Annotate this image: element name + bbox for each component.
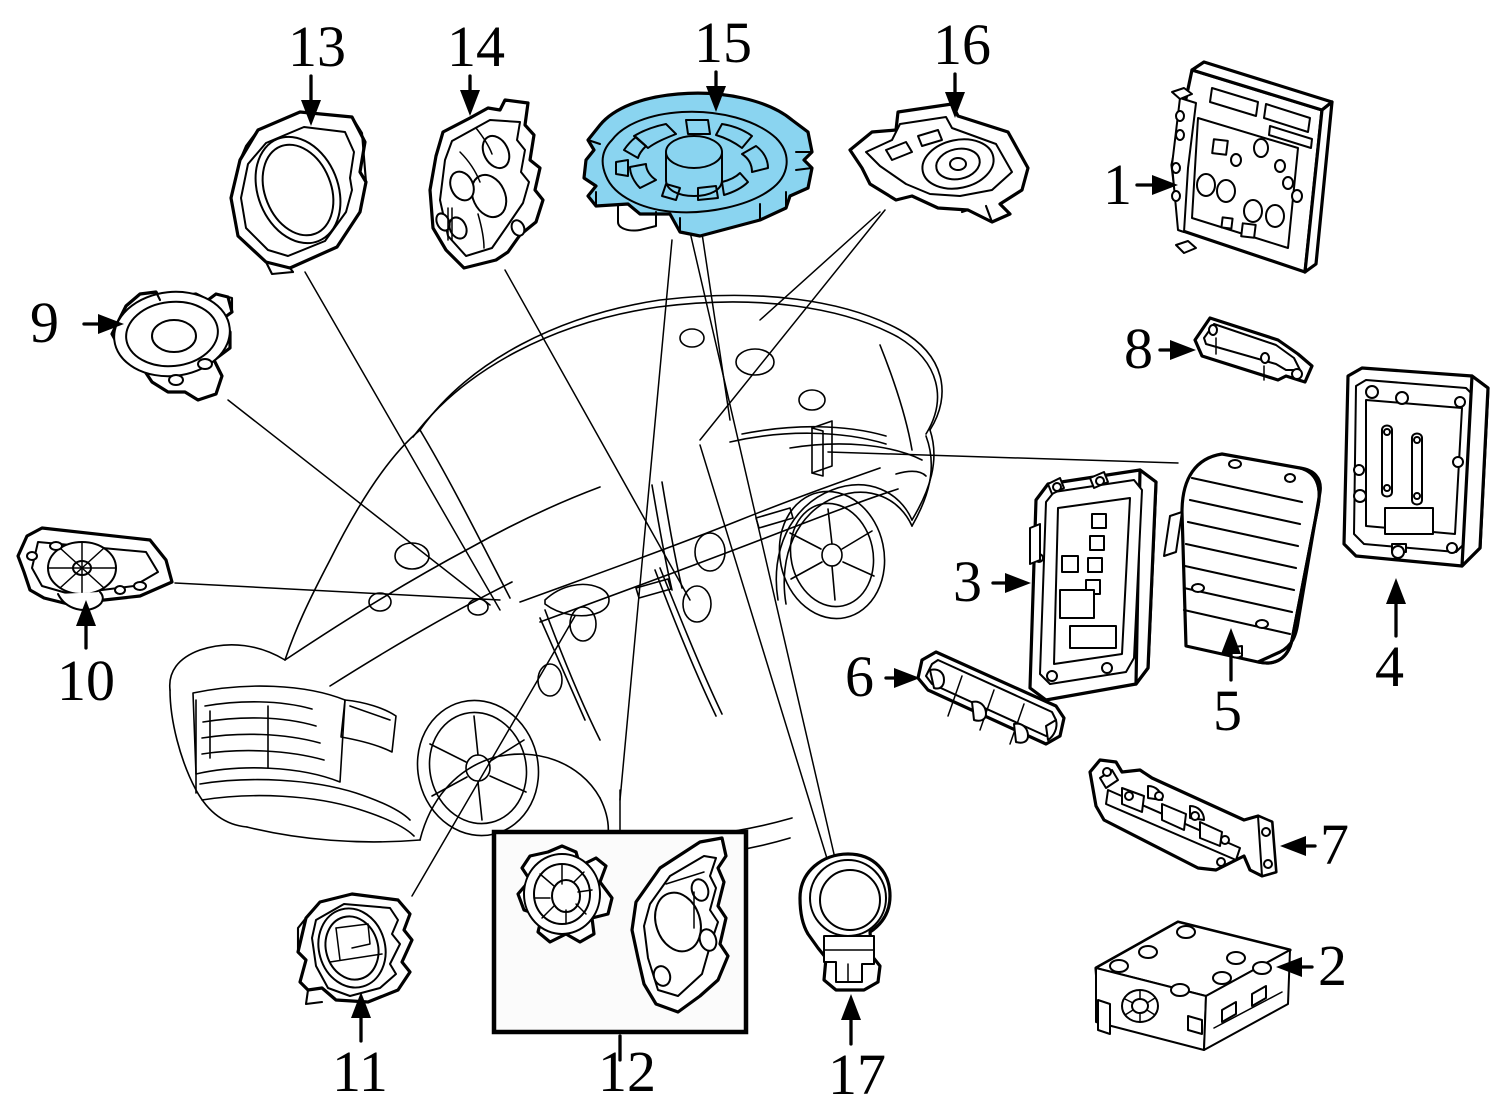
part-6-shape <box>916 650 1066 746</box>
callout-label-9: 9 <box>30 290 59 355</box>
part-5-shape <box>1163 452 1322 665</box>
callout-label-17: 17 <box>828 1042 886 1103</box>
callout-label-12: 12 <box>598 1039 656 1103</box>
part-11-shape <box>296 892 414 1006</box>
callout-label-1: 1 <box>1103 152 1132 217</box>
callout-label-3: 3 <box>953 549 982 614</box>
part-8-shape <box>1193 316 1314 384</box>
part-10-shape <box>16 526 174 611</box>
callout-label-6: 6 <box>845 644 874 709</box>
part-13-shape <box>229 110 368 276</box>
part-7-shape <box>1088 758 1278 878</box>
part-12-housing <box>630 836 730 1014</box>
callout-label-8: 8 <box>1124 316 1153 381</box>
part-16-shape <box>848 102 1030 224</box>
vehicle-illustration <box>169 294 943 860</box>
part-2-shape <box>1094 920 1292 1051</box>
part-15-shape <box>582 91 814 238</box>
part-17-shape <box>798 852 892 992</box>
callout-label-10: 10 <box>57 648 115 713</box>
part-12-speaker <box>516 844 614 944</box>
callout-label-15: 15 <box>694 10 752 75</box>
part-3-shape <box>1028 468 1158 702</box>
part-1-shape <box>1170 60 1334 274</box>
callout-label-5: 5 <box>1213 678 1242 743</box>
part-9-shape <box>110 290 234 402</box>
part-12-group <box>491 829 749 1035</box>
callout-label-13: 13 <box>288 14 346 79</box>
callout-label-4: 4 <box>1375 634 1404 699</box>
callout-arrows <box>76 70 1406 1062</box>
part-14-shape <box>428 98 545 270</box>
callout-label-16: 16 <box>933 12 991 77</box>
callout-label-14: 14 <box>447 14 505 79</box>
leader-lines <box>174 209 1179 897</box>
callout-label-7: 7 <box>1320 812 1349 877</box>
callout-label-11: 11 <box>332 1039 388 1103</box>
callout-label-2: 2 <box>1318 933 1347 998</box>
part-4-shape <box>1342 366 1490 568</box>
